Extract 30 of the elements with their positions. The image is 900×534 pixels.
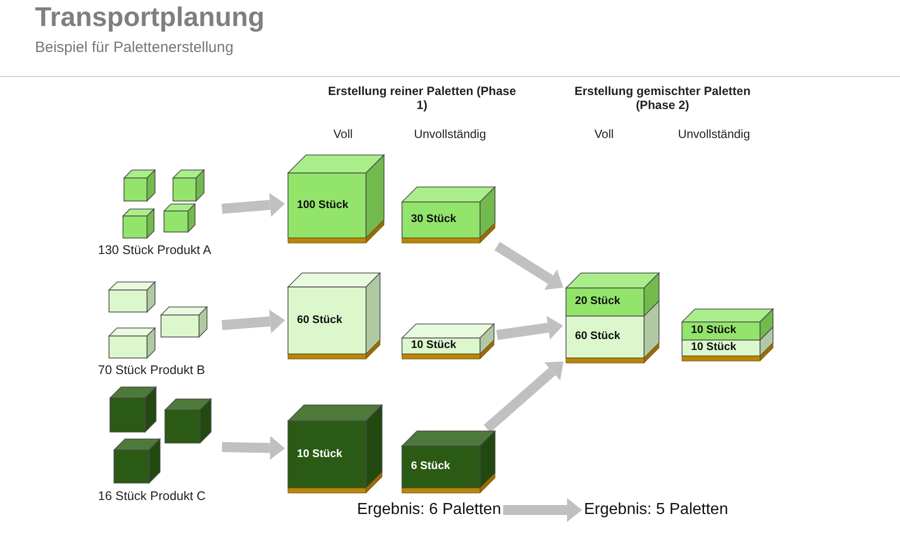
quantity-label: 60 Stück <box>575 330 620 343</box>
quantity-label: 100 Stück <box>297 198 348 212</box>
phase-heading: Erstellung gemischter Paletten (Phase 2) <box>573 84 752 112</box>
subtitle: Beispiel für Palettenerstellung <box>35 39 234 56</box>
block-arrow <box>484 362 564 432</box>
quantity-label: 10 Stück <box>411 339 456 352</box>
block-arrow <box>222 436 285 460</box>
block-arrow <box>222 309 285 334</box>
block-arrow <box>503 498 582 522</box>
quantity-label: 30 Stück <box>411 213 456 226</box>
result-text: Ergebnis: 5 Paletten <box>584 501 728 518</box>
quantity-label: 60 Stück <box>297 314 342 326</box>
column-heading: Voll <box>593 127 615 141</box>
product-caption: 130 Stück Produkt A <box>98 243 212 257</box>
product-caption: 70 Stück Produkt B <box>98 363 206 377</box>
block-arrow <box>494 242 564 290</box>
product-caption: 16 Stück Produkt C <box>98 489 206 503</box>
column-heading: Unvollständig <box>676 127 752 141</box>
quantity-label: 10 Stück <box>691 324 736 337</box>
column-heading: Unvollständig <box>412 127 488 141</box>
quantity-label: 20 Stück <box>575 295 620 308</box>
result-text: Ergebnis: 6 Paletten <box>357 501 502 518</box>
quantity-label: 10 Stück <box>297 448 342 460</box>
phase-heading: Erstellung reiner Paletten (Phase 1) <box>326 84 518 112</box>
title: Transportplanung <box>35 2 264 33</box>
quantity-label: 6 Stück <box>411 460 450 473</box>
block-arrow <box>222 192 285 217</box>
quantity-label: 10 Stück <box>691 341 736 354</box>
block-arrow <box>496 316 564 340</box>
column-heading: Voll <box>332 127 354 141</box>
